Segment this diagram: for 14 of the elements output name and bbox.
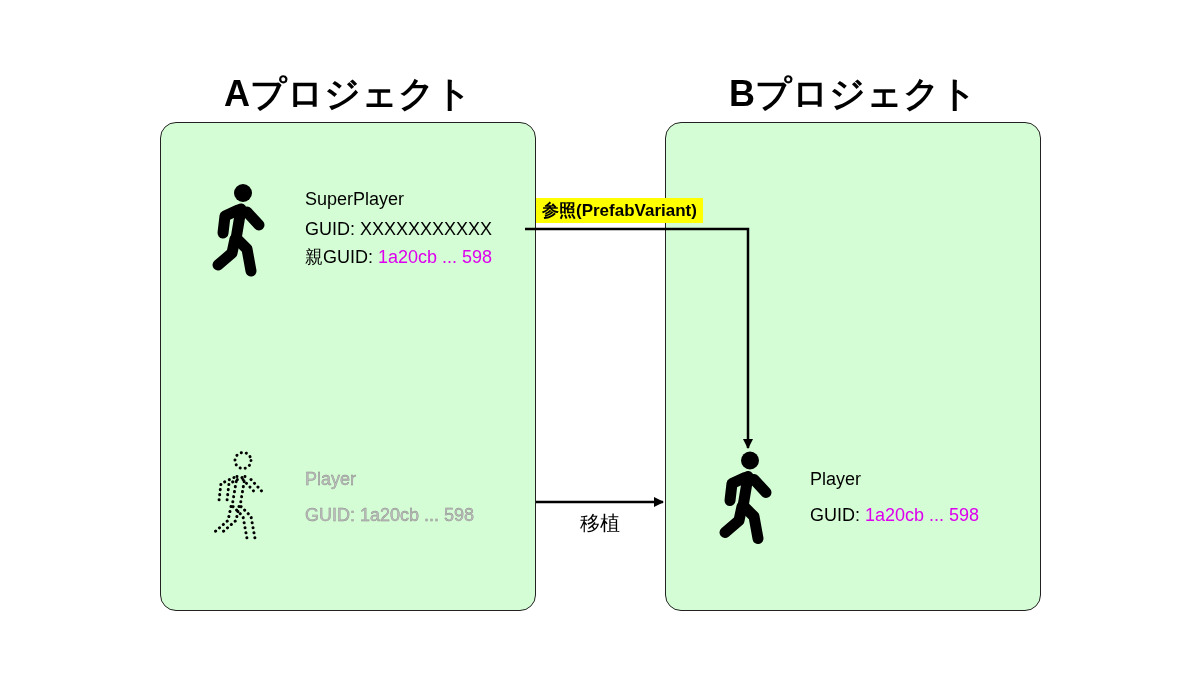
object-name: SuperPlayer — [305, 189, 405, 209]
arrow — [525, 227, 753, 449]
project-title: Aプロジェクト — [223, 72, 473, 116]
object-name: Player — [305, 469, 357, 489]
guid-value: 1a20cb ... 598 — [865, 505, 980, 525]
guid-label: GUID: 1a20cb ... 598 — [305, 505, 475, 525]
edge-label: 参照(PrefabVariant) — [536, 198, 703, 223]
guid-label: GUID: XXXXXXXXXXX — [305, 219, 493, 239]
guid-value: 1a20cb ... 598 — [378, 247, 493, 267]
object-name: Player — [810, 469, 862, 489]
guid-label: GUID: — [810, 505, 860, 525]
guid-label: 親GUID: — [305, 247, 373, 267]
arrow — [536, 497, 664, 507]
project-title: Bプロジェクト — [728, 72, 978, 116]
